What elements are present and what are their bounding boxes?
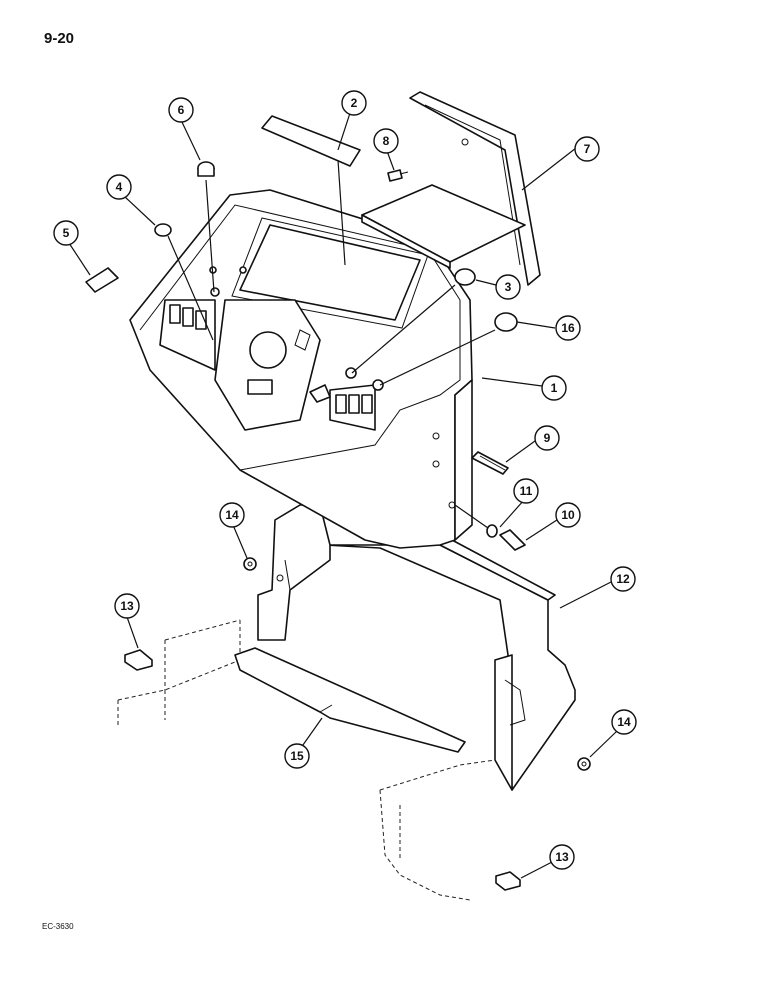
leader-lines [68, 112, 618, 879]
svg-text:13: 13 [120, 599, 134, 613]
callout-13-right: 13 [549, 844, 575, 870]
cover-plate-7 [361, 184, 526, 269]
floor-outline-right [379, 759, 496, 901]
callout-7: 7 [574, 136, 600, 162]
nut-14-left [243, 557, 257, 571]
callout-11: 11 [513, 478, 539, 504]
callout-1: 1 [541, 375, 567, 401]
screw-8 [387, 169, 409, 182]
callout-14-right: 14 [611, 709, 637, 735]
lens-5 [85, 267, 119, 293]
floor-outline-left [117, 619, 241, 725]
callout-4: 4 [106, 174, 132, 200]
cap-3 [454, 268, 476, 286]
callout-6: 6 [168, 97, 194, 123]
bulb-4 [154, 223, 172, 237]
callout-8: 8 [373, 128, 399, 154]
svg-text:14: 14 [617, 715, 631, 729]
nut-14-right [577, 757, 591, 771]
washer-11 [486, 524, 498, 538]
switch-13-left [124, 649, 153, 671]
callout-3: 3 [495, 274, 521, 300]
cap-16 [494, 312, 518, 332]
callout-10: 10 [555, 502, 581, 528]
svg-text:16: 16 [561, 321, 575, 335]
callout-5: 5 [53, 220, 79, 246]
bolt-9 [471, 451, 509, 475]
svg-text:3: 3 [505, 280, 512, 294]
svg-text:15: 15 [290, 749, 304, 763]
svg-text:12: 12 [616, 572, 630, 586]
callout-14-left: 14 [219, 502, 245, 528]
svg-text:8: 8 [383, 134, 390, 148]
tray-15 [234, 647, 466, 753]
callout-2: 2 [341, 90, 367, 116]
svg-text:13: 13 [555, 850, 569, 864]
instrument-panel-housing [129, 189, 473, 549]
svg-text:9: 9 [544, 431, 551, 445]
svg-text:4: 4 [116, 180, 123, 194]
svg-text:7: 7 [584, 142, 591, 156]
svg-text:11: 11 [520, 484, 533, 498]
svg-text:2: 2 [351, 96, 358, 110]
callout-13-left: 13 [114, 593, 140, 619]
svg-text:10: 10 [561, 508, 575, 522]
callout-9: 9 [534, 425, 560, 451]
bracket-12 [324, 534, 576, 791]
label-plate-2 [261, 115, 361, 167]
bulb-6 [197, 161, 215, 177]
drawing-code: EC-3630 [42, 922, 74, 931]
callout-16: 16 [555, 315, 581, 341]
svg-text:1: 1 [551, 381, 558, 395]
page-number: 9-20 [44, 30, 75, 47]
svg-text:14: 14 [225, 508, 239, 522]
callout-12: 12 [610, 566, 636, 592]
bolt-10 [499, 529, 526, 551]
switch-13-right [495, 871, 521, 891]
callout-15: 15 [284, 743, 310, 769]
upright-left [257, 504, 331, 641]
svg-text:6: 6 [178, 103, 185, 117]
svg-text:5: 5 [63, 226, 70, 240]
